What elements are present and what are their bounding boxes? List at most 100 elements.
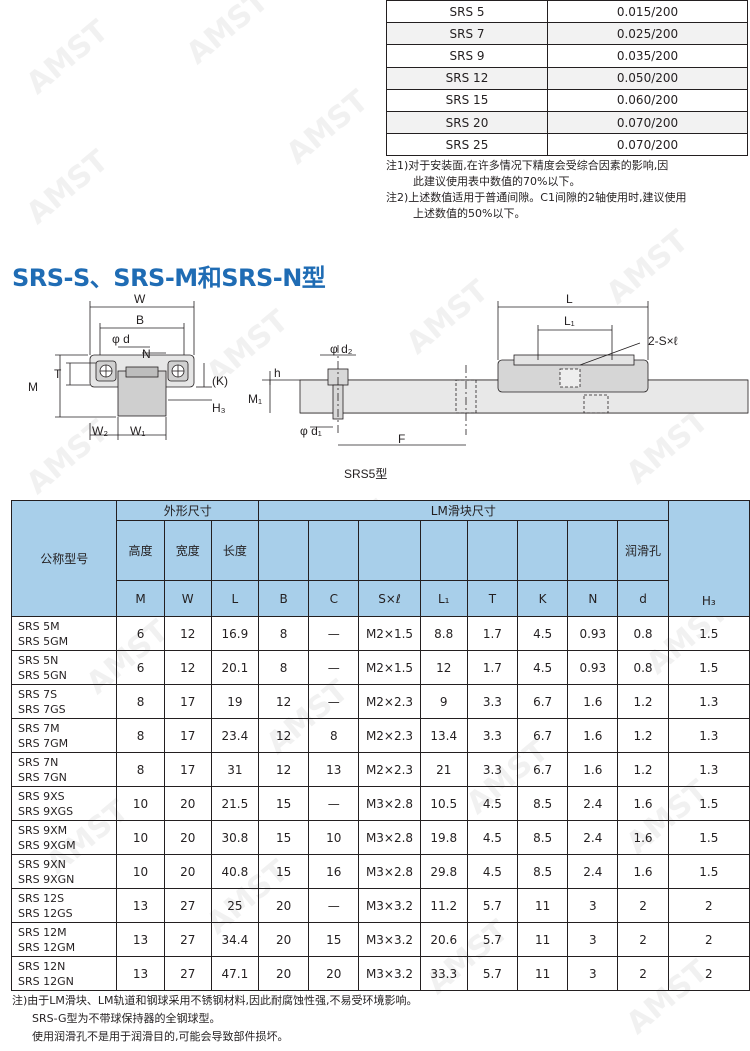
cell-l: 31 xyxy=(210,752,259,787)
model-name-2: SRS 7GN xyxy=(18,770,67,784)
note2-line1: 注2)上述数值适用于普通间隙。C1间隙的2轴使用时,建议使用 xyxy=(386,191,687,204)
cell-t: 4.5 xyxy=(466,820,519,855)
cell-t: 1.7 xyxy=(466,616,519,651)
label-L: L xyxy=(566,292,573,306)
accuracy-model: SRS 7 xyxy=(386,22,548,46)
cell-w: 17 xyxy=(163,718,212,753)
cell-w: 27 xyxy=(163,956,212,991)
note1-line1: 注1)对于安装面,在许多情况下精度会受综合因素的影响,因 xyxy=(386,159,669,172)
model-name-1: SRS 12S xyxy=(18,891,65,905)
accuracy-value: 0.070/200 xyxy=(547,110,748,135)
note2-line2: 上述数值的50%以下。 xyxy=(413,207,526,220)
label-d1: φ d₁ xyxy=(300,424,322,438)
header-lube: 润滑孔 xyxy=(617,520,669,581)
model-name-1: SRS 9XM xyxy=(18,823,68,837)
cell-l: 21.5 xyxy=(210,786,259,821)
header-W: W xyxy=(163,580,212,617)
watermark-text: AMST xyxy=(19,13,116,102)
drawing-caption: SRS5型 xyxy=(344,467,387,481)
header-M: M xyxy=(116,580,165,617)
accuracy-model: SRS 5 xyxy=(386,0,548,24)
cell-t: 5.7 xyxy=(466,956,519,991)
cell-b: 15 xyxy=(257,786,310,821)
cell-l1: 21 xyxy=(419,752,468,787)
cell-l1: 19.8 xyxy=(419,820,468,855)
cell-m: 6 xyxy=(116,650,165,685)
cell-s: M3×3.2 xyxy=(358,922,421,957)
cell-d: 1.6 xyxy=(617,854,669,889)
cell-k: 11 xyxy=(517,922,569,957)
accuracy-value: 0.050/200 xyxy=(547,66,748,90)
rail-front xyxy=(117,370,167,417)
watermark-text: AMST xyxy=(179,0,276,72)
model-name-2: SRS 12GS xyxy=(18,906,73,920)
cell-b: 20 xyxy=(257,922,310,957)
cell-c: 20 xyxy=(308,956,360,991)
label-H3: H₃ xyxy=(212,401,226,415)
cell-s: M2×2.3 xyxy=(358,718,421,753)
cell-l: 34.4 xyxy=(210,922,259,957)
cell-k: 6.7 xyxy=(517,718,569,753)
model-name-1: SRS 12N xyxy=(18,959,66,973)
cell-h3: 1.3 xyxy=(667,684,750,719)
cell-s: M2×2.3 xyxy=(358,684,421,719)
cell-w: 12 xyxy=(163,616,212,651)
cell-c: — xyxy=(308,650,360,685)
cell-n: 1.6 xyxy=(567,752,619,787)
label-M: M xyxy=(28,380,38,394)
label-L1: L₁ xyxy=(564,314,575,328)
header-N: N xyxy=(567,580,619,617)
accuracy-notes: 注1)对于安装面,在许多情况下精度会受综合因素的影响,因 此建议使用表中数值的7… xyxy=(386,158,748,222)
cell-l1: 20.6 xyxy=(419,922,468,957)
cell-w: 20 xyxy=(163,854,212,889)
model-name-1: SRS 7N xyxy=(18,755,59,769)
cell-l: 47.1 xyxy=(210,956,259,991)
cell-n: 0.93 xyxy=(567,616,619,651)
cell-c: 15 xyxy=(308,922,360,957)
header-d: d xyxy=(617,580,669,617)
cell-n: 3 xyxy=(567,888,619,923)
model-name-2: SRS 7GM xyxy=(18,736,69,750)
header-C: C xyxy=(308,580,360,617)
cell-d: 2 xyxy=(617,956,669,991)
cell-l1: 29.8 xyxy=(419,854,468,889)
cell-k: 4.5 xyxy=(517,650,569,685)
label-K: (K) xyxy=(212,374,228,388)
label-B: B xyxy=(136,313,144,327)
cell-h3: 1.5 xyxy=(667,650,750,685)
cell-m: 8 xyxy=(116,752,165,787)
section-title: SRS-S、SRS-M和SRS-N型 xyxy=(12,264,326,292)
model-name-2: SRS 9XGN xyxy=(18,872,75,886)
model-name-2: SRS 9XGS xyxy=(18,804,74,818)
cell-s: M3×2.8 xyxy=(358,786,421,821)
cell-m: 10 xyxy=(116,854,165,889)
header-K: K xyxy=(517,580,569,617)
cell-d: 0.8 xyxy=(617,650,669,685)
cell-w: 27 xyxy=(163,888,212,923)
cell-t: 3.3 xyxy=(466,752,519,787)
cell-s: M3×2.8 xyxy=(358,854,421,889)
cell-m: 10 xyxy=(116,820,165,855)
cell-k: 11 xyxy=(517,888,569,923)
cell-b: 12 xyxy=(257,752,310,787)
cell-k: 8.5 xyxy=(517,820,569,855)
cell-t: 5.7 xyxy=(466,888,519,923)
cell-t: 4.5 xyxy=(466,786,519,821)
model-name-1: SRS 5M xyxy=(18,619,60,633)
cell-m: 13 xyxy=(116,888,165,923)
cell-l1: 33.3 xyxy=(419,956,468,991)
cell-h3: 1.5 xyxy=(667,854,750,889)
model-name-2: SRS 9XGM xyxy=(18,838,76,852)
model-name-2: SRS 12GM xyxy=(18,940,76,954)
accuracy-model: SRS 15 xyxy=(386,88,548,112)
